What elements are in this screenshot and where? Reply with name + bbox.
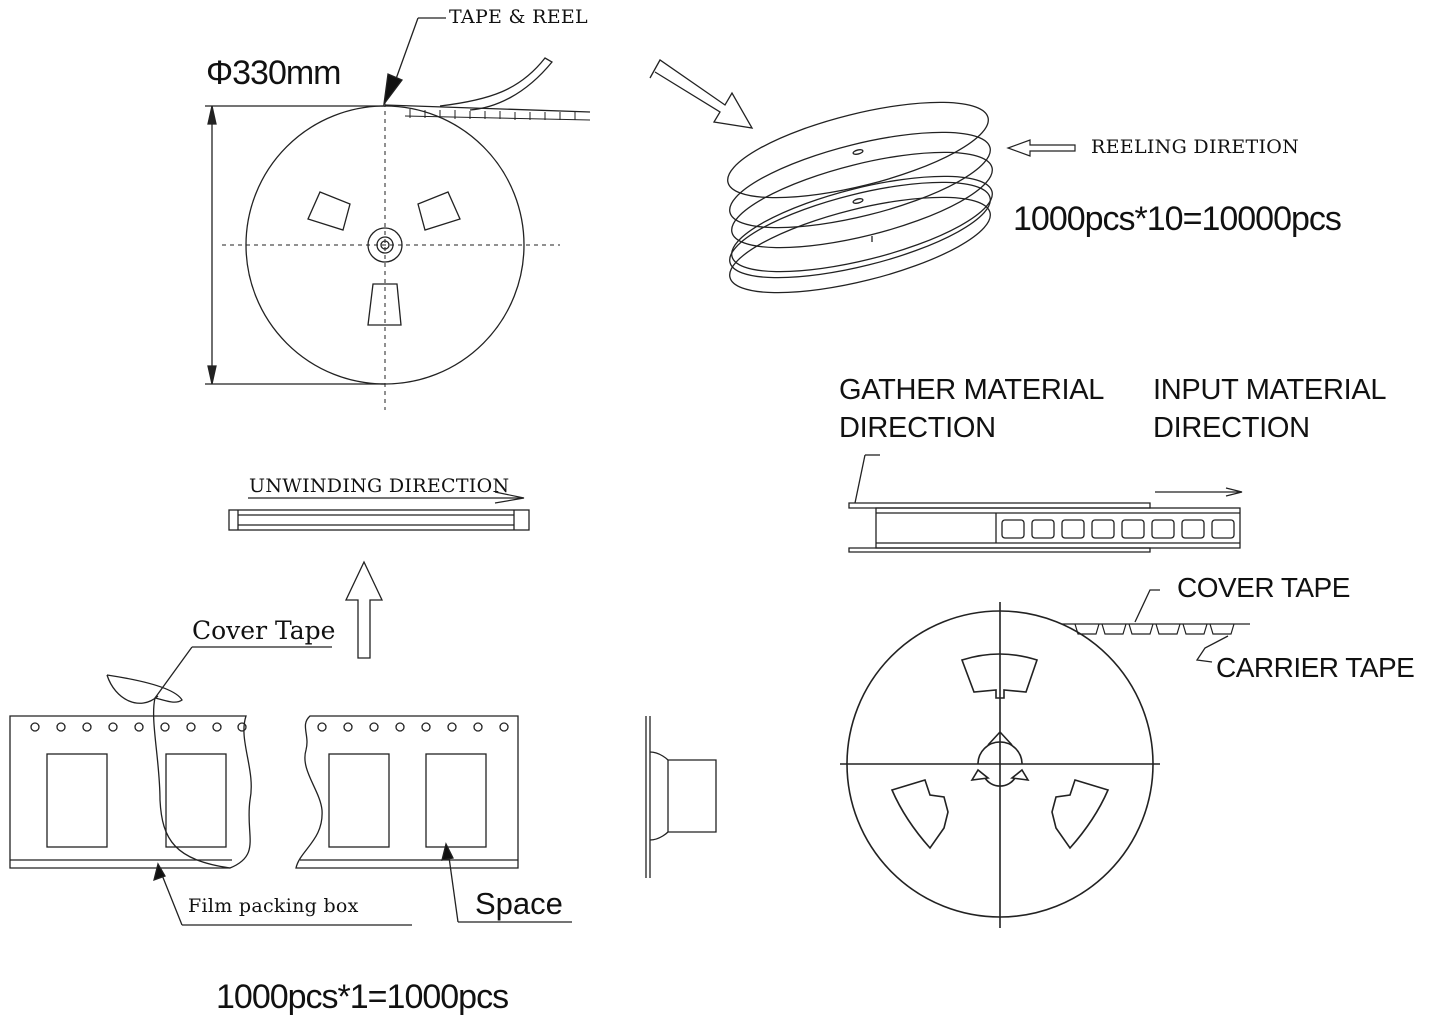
reeling-direction-label: REELING DIRETION xyxy=(1091,136,1300,158)
reel-diameter-label: Φ330mm xyxy=(206,54,341,92)
reel-stack xyxy=(727,101,993,294)
gather-material-direction-label: GATHER MATERIAL DIRECTION xyxy=(839,374,1105,444)
reel-stack-quantity-label: 1000pcs*10=10000pcs xyxy=(1013,200,1342,238)
carrier-tape-detail xyxy=(9,646,572,926)
film-packing-box-label: Film packing box xyxy=(188,895,359,917)
unwinding-direction-label: UNWINDING DIRECTION xyxy=(249,475,510,497)
space-label: Space xyxy=(475,886,563,921)
reeling-arrow xyxy=(1006,139,1076,157)
carrier-tape-label: CARRIER TAPE xyxy=(1216,652,1415,683)
reel-front-view xyxy=(840,589,1250,928)
arrow-to-stack xyxy=(649,59,754,129)
single-reel-quantity-label: 1000pcs*1=1000pcs xyxy=(216,978,509,1016)
up-arrow xyxy=(344,560,384,659)
reel-side-profile xyxy=(645,716,717,878)
input-material-direction-label: INPUT MATERIAL DIRECTION xyxy=(1153,374,1387,444)
material-direction-tape xyxy=(848,454,1243,553)
unwinding-tape xyxy=(228,491,530,531)
tape-reel-label: TAPE & REEL xyxy=(449,6,588,28)
cover-tape-label: COVER TAPE xyxy=(1177,572,1350,603)
cover-tape-callout: Cover Tape xyxy=(192,616,336,645)
reel-top-view xyxy=(205,17,591,410)
